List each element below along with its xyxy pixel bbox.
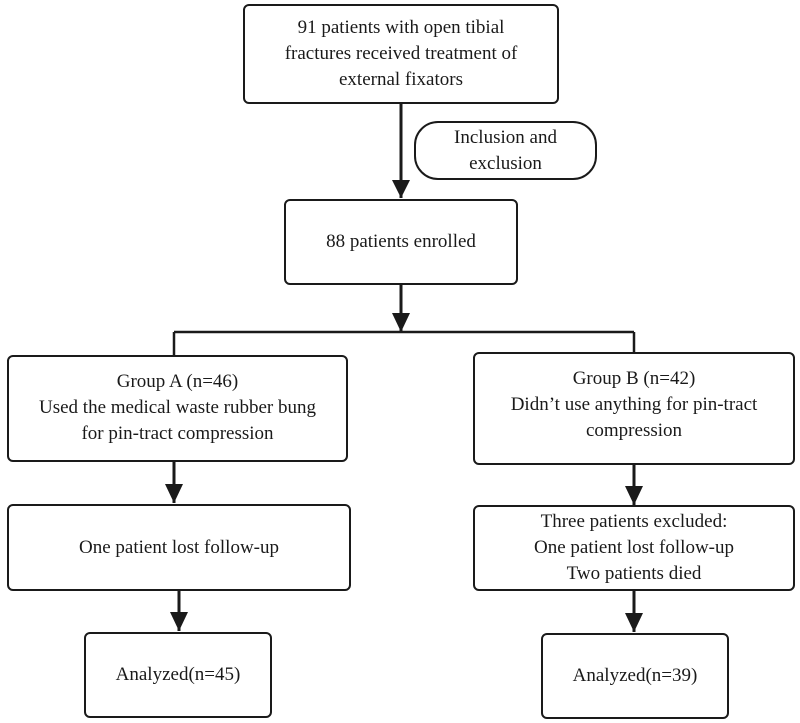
node-enrolled-text: 88 patients enrolled (326, 229, 476, 255)
arrowhead-start-to-enrolled (392, 180, 410, 198)
node-a-lost-line-1: One patient lost follow-up (79, 536, 279, 558)
node-group-b-line-2: Didn’t use anything for pin-tract (510, 394, 758, 415)
node-b-analyzed: Analyzed(n=39) (541, 633, 729, 719)
node-start-text: 91 patients with open tibial fractures r… (285, 15, 518, 93)
node-b-excluded-line-1: Three patients excluded: (540, 511, 728, 532)
node-start-line-2: fractures received treatment of (284, 43, 518, 64)
node-group-a-line-1: Group A (n=46) (116, 371, 239, 392)
node-a-lost-text: One patient lost follow-up (79, 535, 279, 561)
node-b-excluded-line-2: One patient lost follow-up (534, 537, 734, 558)
node-criteria: Inclusion and exclusion (414, 121, 597, 180)
node-a-lost: One patient lost follow-up (7, 504, 351, 591)
arrowhead-group-b-to-excluded (625, 486, 643, 505)
node-a-analyzed: Analyzed(n=45) (84, 632, 272, 718)
node-b-analyzed-line-1: Analyzed(n=39) (572, 665, 698, 686)
arrowhead-group-a-to-lost (165, 484, 183, 503)
node-b-excluded-line-3: Two patients died (566, 563, 702, 584)
arrowhead-excluded-to-b-analyzed (625, 613, 643, 632)
node-criteria-line-2: exclusion (469, 152, 542, 174)
node-enrolled-line-1: 88 patients enrolled (326, 231, 476, 252)
node-group-b-text: Group B (n=42) Didn’t use anything for p… (511, 366, 758, 444)
node-a-analyzed-line-1: Analyzed(n=45) (115, 664, 241, 685)
arrowhead-enrolled-to-split (392, 313, 410, 332)
node-group-a-line-3: for pin-tract compression (81, 423, 274, 444)
node-criteria-line-1: Inclusion and (454, 126, 557, 148)
node-group-b-line-1: Group B (n=42) (572, 368, 696, 389)
node-criteria-text: Inclusion and exclusion (454, 125, 557, 177)
node-group-a-text: Group A (n=46) Used the medical waste ru… (39, 369, 316, 447)
node-b-excluded-text: Three patients excluded: One patient los… (534, 509, 734, 587)
node-start-line-1: 91 patients with open tibial (297, 17, 505, 38)
node-group-a-line-2: Used the medical waste rubber bung (39, 397, 316, 418)
node-enrolled: 88 patients enrolled (284, 199, 518, 285)
node-group-b-line-3: compression (585, 420, 683, 441)
node-a-analyzed-text: Analyzed(n=45) (116, 662, 241, 688)
node-b-analyzed-text: Analyzed(n=39) (573, 663, 698, 689)
node-start-line-3: external fixators (339, 69, 463, 90)
arrowhead-lost-to-a-analyzed (170, 612, 188, 631)
node-group-b: Group B (n=42) Didn’t use anything for p… (473, 352, 795, 465)
node-group-a: Group A (n=46) Used the medical waste ru… (7, 355, 348, 462)
node-start: 91 patients with open tibial fractures r… (243, 4, 559, 104)
node-b-excluded: Three patients excluded: One patient los… (473, 505, 795, 591)
